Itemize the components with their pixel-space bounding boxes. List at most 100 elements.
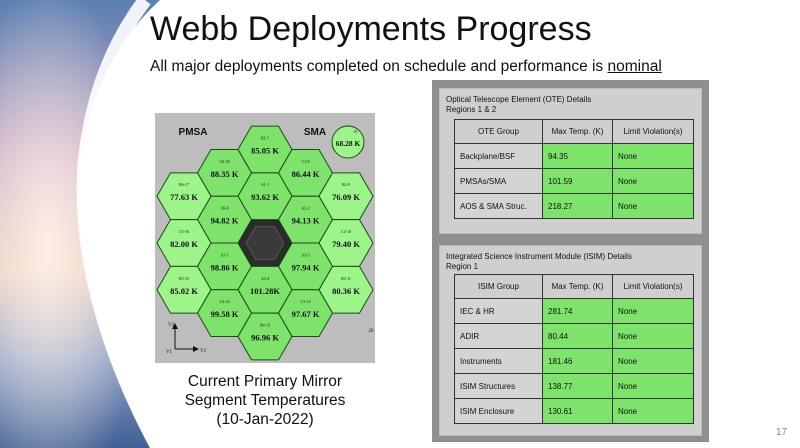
axis-v1-label: V1: [166, 350, 173, 355]
ote-row-temp: 101.59: [542, 168, 613, 194]
mirror-segment-id: C4-14: [220, 299, 230, 304]
mirror-segment-temp: 94.13 K: [292, 216, 320, 226]
sma-segment-temp: 68.28 K: [336, 139, 361, 148]
isim-col-temp: Max Temp. (K): [542, 274, 613, 299]
mirror-segments-svg: B1-7 85.05 K C6-18 88.35 K C1-8 86.44 K A1-1 93…: [156, 125, 374, 361]
axis-v3-arrow: [172, 323, 178, 329]
table-row: AOS & SMA Struc. 218.27 None: [454, 193, 694, 219]
table-row: PMSAs/SMA 101.59 None: [454, 168, 694, 194]
page-number: 17: [776, 427, 788, 438]
slide-title: Webb Deployments Progress: [150, 10, 592, 48]
mirror-segment-id: B4-13: [260, 323, 270, 328]
isim-heading-line-2: Region 1: [446, 262, 479, 271]
details-tables-panel: Optical Telescope Element (OTE) Details …: [432, 80, 709, 442]
isim-col-limit: Limit Violation(s): [612, 274, 694, 299]
ote-row-temp: 218.27: [542, 193, 613, 219]
ote-row-limit: None: [612, 193, 694, 219]
isim-table-header: ISIM Group Max Temp. (K) Limit Violation…: [454, 274, 694, 299]
mirror-segment-temp: 80.36 K: [332, 286, 360, 296]
table-row: Backplane/BSF 94.35 None: [454, 143, 694, 169]
pmsa-label: PMSA: [179, 127, 208, 138]
table-row: IEC & HR 281.74 None: [454, 298, 694, 324]
isim-row-group: ADIR: [454, 323, 543, 349]
sma-label: SMA: [304, 127, 326, 138]
isim-row-temp: 181.46: [542, 348, 613, 374]
ote-row-group: Backplane/BSF: [454, 143, 543, 169]
table-row: ISIM Structures 138.77 None: [454, 373, 694, 399]
ote-row-group: AOS & SMA Struc.: [454, 193, 543, 219]
mirror-segment-temp: 97.94 K: [292, 262, 320, 272]
mirror-segment-temp: 88.35 K: [211, 169, 239, 179]
mirror-segment-temp: 85.05 K: [251, 145, 279, 155]
mirror-segment-id: C6-18: [220, 159, 230, 164]
mirror-segment-id: A3-3: [301, 252, 309, 257]
mirror-segment-hex: [237, 312, 293, 361]
mirror-segment-id: A5-5: [220, 252, 228, 257]
isim-row-limit: None: [612, 323, 694, 349]
mirror-segment-temp: 101.28K: [250, 286, 280, 296]
mirror-segment-id: C3-12: [301, 299, 311, 304]
ote-table: OTE Group Max Temp. (K) Limit Violation(…: [454, 119, 694, 219]
mirror-segment-id: B1-7: [261, 135, 269, 140]
mirror-segment-id: B6-17: [179, 182, 189, 187]
primary-mirror-diagram: B1-7 85.05 K C6-18 88.35 K C1-8 86.44 K A1-1 93…: [155, 113, 375, 363]
isim-row-limit: None: [612, 373, 694, 399]
mirror-segment-id: A2-2: [301, 206, 309, 211]
ote-heading-line-2: Regions 1 & 2: [446, 105, 497, 114]
isim-row-limit: None: [612, 348, 694, 374]
mirror-segment-temp: 94.82 K: [211, 216, 239, 226]
ote-row-group: PMSAs/SMA: [454, 168, 543, 194]
ote-row-temp: 94.35: [542, 143, 613, 169]
mirror-segment-temp: 97.67 K: [292, 309, 320, 319]
sma-segment-circle: [331, 125, 365, 159]
isim-row-group: ISIM Enclosure: [454, 398, 543, 424]
mirror-segment-id: B2-9: [342, 182, 350, 187]
isim-row-limit: None: [612, 398, 694, 424]
axis-v3-label: V3: [168, 323, 175, 328]
mirror-segment: B4-13 96.96 K: [237, 312, 293, 361]
isim-col-group: ISIM Group: [454, 274, 543, 299]
subtitle-lead: All major deployments completed on sched…: [150, 58, 608, 75]
slide-subtitle: All major deployments completed on sched…: [150, 58, 662, 76]
table-row: Instruments 181.46 None: [454, 348, 694, 374]
mirror-segment-temp: 82.00 K: [170, 239, 198, 249]
isim-row-group: Instruments: [454, 348, 543, 374]
ote-col-group: OTE Group: [454, 119, 543, 144]
axis-v2-arrow: [193, 346, 199, 352]
caption-line-1: Current Primary Mirror: [187, 373, 343, 390]
isim-row-temp: 138.77: [542, 373, 613, 399]
isim-row-temp: 281.74: [542, 298, 613, 324]
isim-row-temp: 80.44: [542, 323, 613, 349]
table-row: ISIM Enclosure 130.61 None: [454, 398, 694, 424]
mirror-segment-temp: 96.96 K: [251, 333, 279, 343]
isim-heading-line-1: Integrated Science Instrument Module (IS…: [446, 252, 632, 261]
isim-row-limit: None: [612, 298, 694, 324]
ote-row-limit: None: [612, 168, 694, 194]
mirror-segment-id: A1-1: [261, 182, 269, 187]
mirror-caption: Current Primary Mirror Segment Temperatu…: [155, 372, 375, 429]
mirror-segment-temp: 99.58 K: [211, 309, 239, 319]
isim-table: ISIM Group Max Temp. (K) Limit Violation…: [454, 274, 694, 424]
mirror-segment-id: A6-6: [220, 206, 228, 211]
mirror-center-inner: [245, 226, 285, 260]
isim-row-temp: 130.61: [542, 398, 613, 424]
ote-row-limit: None: [612, 143, 694, 169]
isim-details-block: Integrated Science Instrument Module (IS…: [439, 245, 702, 436]
isim-heading: Integrated Science Instrument Module (IS…: [446, 252, 632, 272]
ote-table-header: OTE Group Max Temp. (K) Limit Violation(…: [454, 119, 694, 144]
isim-row-group: IEC & HR: [454, 298, 543, 324]
sma-segment-id: 19: [353, 129, 357, 134]
mirror-segment-id: C1-8: [302, 159, 310, 164]
ote-heading: Optical Telescope Element (OTE) Details …: [446, 95, 591, 115]
mirror-segment-temp: 77.63 K: [170, 192, 198, 202]
mirror-segment-id: A4-4: [261, 276, 269, 281]
mirror-segment-temp: 79.40 K: [332, 239, 360, 249]
ote-heading-line-1: Optical Telescope Element (OTE) Details: [446, 95, 592, 104]
mirror-segment-temp: 86.44 K: [292, 169, 320, 179]
mirror-segment-temp: 76.09 K: [332, 192, 360, 202]
mirror-segment-temp: 85.02 K: [170, 286, 198, 296]
mirror-segment-temp: 93.62 K: [251, 192, 279, 202]
